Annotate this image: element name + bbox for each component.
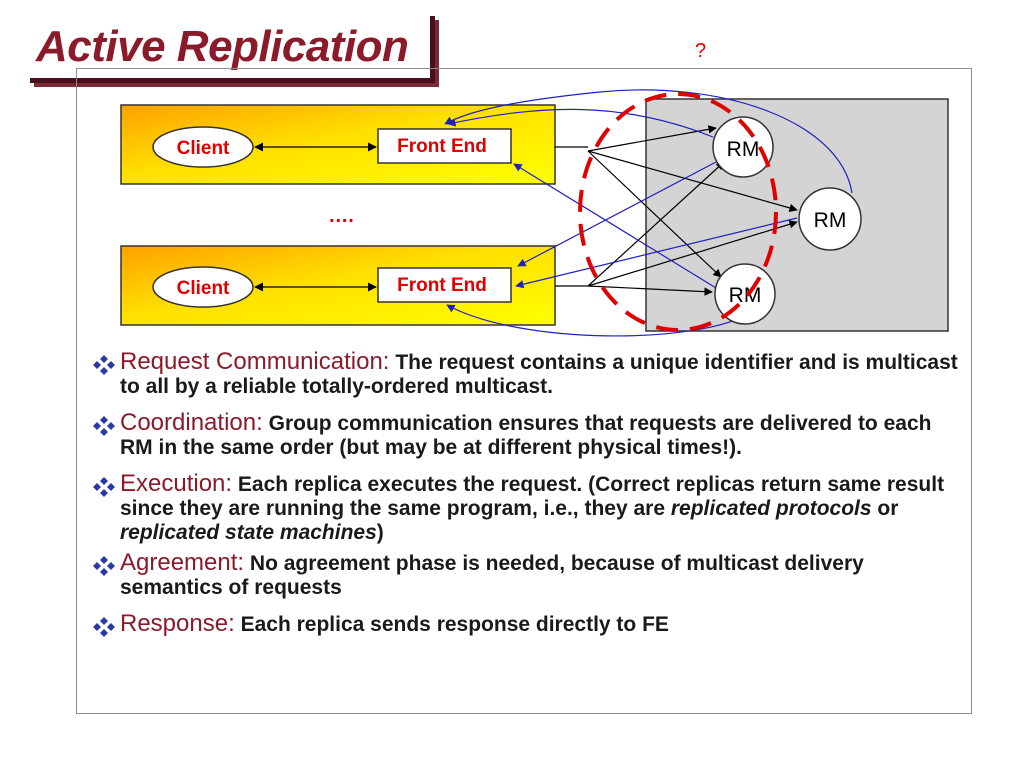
diamond-bullet-icon xyxy=(93,617,115,637)
bullet-head: Response: xyxy=(120,610,235,637)
client-label-top: Client xyxy=(177,138,230,159)
front-end-label-bottom: Front End xyxy=(397,275,487,296)
client-ellipse-top xyxy=(152,126,254,168)
bullet-agreement: Agreement: No agreement phase is needed,… xyxy=(92,551,962,600)
request-top-rm3 xyxy=(587,150,722,278)
request-bottom-rm1 xyxy=(587,161,725,287)
bullet-head: Execution: xyxy=(120,470,233,497)
request-bottom-rm2 xyxy=(587,220,798,287)
front-end-box-bottom xyxy=(377,267,512,303)
bullet-italic: replicated protocols xyxy=(670,497,872,520)
bullet-body: No agreement phase is needed, because of… xyxy=(120,552,864,599)
request-top-rm2 xyxy=(587,150,798,212)
rm-circle-1 xyxy=(712,116,774,178)
client-label-bottom: Client xyxy=(177,278,230,299)
highlight-ellipse xyxy=(578,92,778,332)
page-title: Active Replication xyxy=(36,22,409,71)
question-mark: ? xyxy=(695,40,707,62)
bullet-request-communication: Request Communication: The request conta… xyxy=(92,350,962,399)
front-end-label-top: Front End xyxy=(397,136,487,157)
ellipsis: …. xyxy=(328,205,354,227)
diamond-bullet-icon xyxy=(93,477,115,497)
rm-circle-2 xyxy=(798,187,862,251)
bullet-close: ) xyxy=(376,521,384,544)
bullet-body: Each replica sends response directly to … xyxy=(240,613,669,636)
bullet-head: Request Communication: xyxy=(120,348,390,375)
bullet-body: Group communication ensures that request… xyxy=(120,412,932,459)
rm-label-2: RM xyxy=(814,209,847,232)
rm-panel xyxy=(645,98,949,332)
response-rm3-fe-bottom xyxy=(446,304,753,337)
bullet-list: Request Communication: The request conta… xyxy=(92,350,962,649)
bullet-body: Each replica executes the request. (Corr… xyxy=(120,473,945,520)
bullet-coordination: Coordination: Group communication ensure… xyxy=(92,411,962,460)
bullet-head: Agreement: xyxy=(120,549,245,576)
bullet-head: Coordination: xyxy=(120,409,263,436)
response-rm1-fe-top xyxy=(447,108,714,138)
rm-label-1: RM xyxy=(727,138,760,161)
client-ellipse-bottom xyxy=(152,266,254,308)
bullet-italic: replicated state machines xyxy=(120,521,377,544)
diamond-bullet-icon xyxy=(93,556,115,576)
diamond-bullet-icon xyxy=(93,355,115,375)
diamond-bullet-icon xyxy=(93,416,115,436)
response-rm3-fe-top xyxy=(513,163,717,289)
bullet-connector: or xyxy=(877,497,899,520)
bullet-execution: Execution: Each replica executes the req… xyxy=(92,472,962,545)
response-rm2-fe-bottom xyxy=(515,217,798,289)
request-top-rm1 xyxy=(587,125,717,152)
title-box: Active Replication xyxy=(30,16,435,83)
bullet-body: The request contains a unique identifier… xyxy=(120,351,958,398)
bullet-response: Response: Each replica sends response di… xyxy=(92,612,962,637)
response-rm1-fe-bottom xyxy=(517,161,717,267)
request-bottom-rm3 xyxy=(587,285,713,296)
front-end-box-top xyxy=(377,128,512,164)
content-frame xyxy=(76,68,972,714)
response-rm2-fe-top xyxy=(444,89,853,194)
rm-label-3: RM xyxy=(729,284,762,307)
